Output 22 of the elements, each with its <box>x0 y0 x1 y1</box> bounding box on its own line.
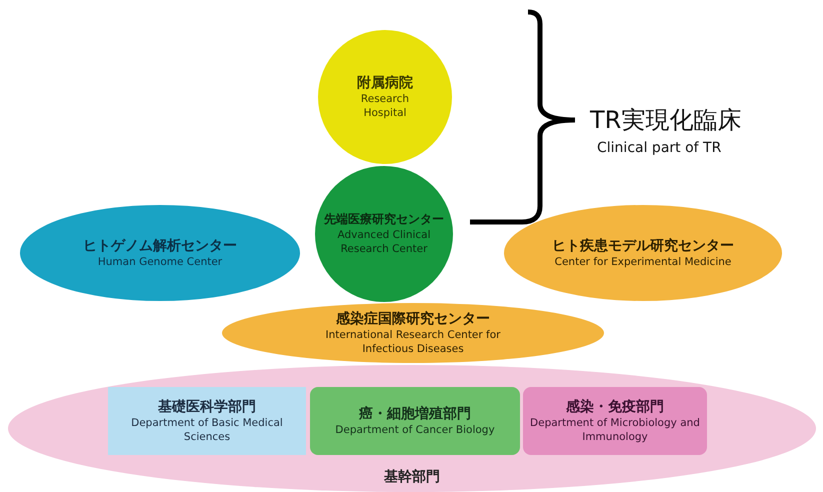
unit-name: 基礎医科学部門 <box>158 398 256 416</box>
unit-name: 附属病院 <box>357 74 413 92</box>
department-panel <box>310 387 520 455</box>
unit-name: 先端医療研究センター <box>324 212 444 228</box>
english-name: Advanced Clinical Research Center <box>336 228 432 256</box>
english-name: Department of Basic Medical Sciences <box>130 416 284 444</box>
unit-name: ヒトゲノム解析センター <box>83 236 237 255</box>
english-name: International Research Center for Infectious Diseases <box>324 328 502 356</box>
unit-name: 感染・免疫部門 <box>566 398 664 416</box>
department-panel <box>108 387 306 455</box>
english-name: Department of Microbiology and Immunology <box>529 416 701 444</box>
bracket-heading: TR実現化臨床 <box>590 105 742 136</box>
english-name: Center for Experimental Medicine <box>554 255 732 270</box>
unit-name: ヒト疾患モデル研究センター <box>552 236 734 255</box>
english-name: Research Hospital <box>360 92 410 120</box>
unit-name: 感染症国際研究センター <box>336 310 490 328</box>
bracket-subheading: Clinical part of TR <box>597 140 722 156</box>
unit-name: 基幹部門 <box>384 468 440 486</box>
english-name: Human Genome Center <box>98 255 222 270</box>
unit-name: 癌・細胞増殖部門 <box>359 404 471 423</box>
department-panel <box>523 387 707 455</box>
english-name: Department of Cancer Biology <box>335 423 495 438</box>
